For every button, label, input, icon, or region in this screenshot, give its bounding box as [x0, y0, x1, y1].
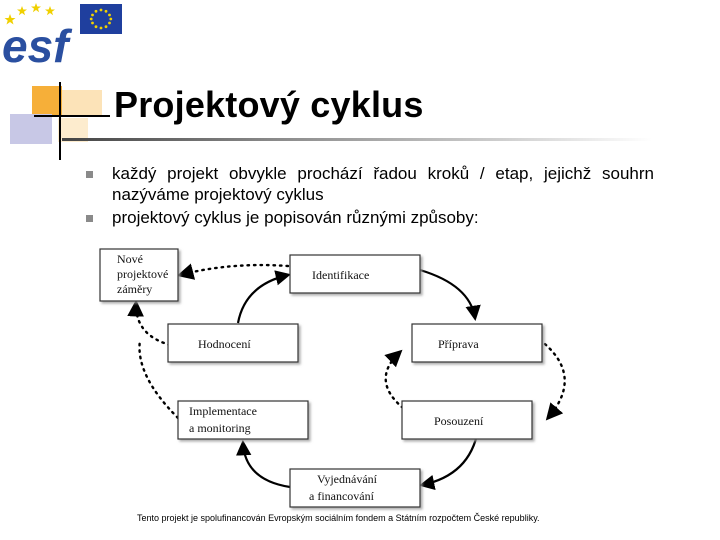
- decorative-squares: [10, 82, 110, 160]
- footer-note: Tento projekt je spolufinancován Evropsk…: [137, 513, 540, 523]
- node-label: Implementace: [189, 404, 257, 418]
- dotted-arrow-hodnoceni-to-nove: [127, 299, 172, 347]
- node-vyjednavani: [289, 468, 421, 508]
- dotted-arrow-identifikace-to-nove: [176, 263, 290, 280]
- bullet-list: každý projekt obvykle prochází řadou kro…: [86, 163, 654, 230]
- node-label: a financování: [309, 489, 375, 503]
- node-label: Hodnocení: [198, 337, 251, 351]
- esf-logo: esf: [2, 3, 122, 70]
- node-label: záměry: [117, 282, 152, 296]
- bullet-item: projektový cyklus je popisován různými z…: [86, 207, 654, 228]
- dotted-arrow-posouzeni-to-priprava: [384, 349, 405, 410]
- node-label: Posouzení: [434, 414, 484, 428]
- dotted-arrow-priprava-to-posouzeni: [538, 338, 566, 421]
- node-implementace: [177, 400, 309, 440]
- node-label: projektové: [117, 267, 168, 281]
- bullet-text: každý projekt obvykle prochází řadou kro…: [112, 164, 654, 204]
- node-nove-projektove-zamery: [99, 248, 179, 302]
- node-label: Vyjednávání: [317, 472, 378, 486]
- bullet-item: každý projekt obvykle prochází řadou kro…: [86, 163, 654, 205]
- title-divider: [62, 138, 652, 141]
- node-label: a monitoring: [189, 421, 251, 435]
- eu-flag-icon: [80, 4, 122, 34]
- node-label: Nové: [117, 252, 143, 266]
- node-hodnoceni: [167, 323, 299, 363]
- star-icon: [4, 3, 55, 25]
- square-bullet-icon: [86, 171, 93, 178]
- node-priprava: [411, 323, 543, 363]
- node-label: Příprava: [438, 337, 479, 351]
- arrow-identifikace-to-priprava: [419, 268, 481, 322]
- page-title: Projektový cyklus: [114, 84, 424, 125]
- node-label: Identifikace: [312, 268, 369, 282]
- dotted-arrow-implementace-to-nove: [138, 338, 180, 420]
- esf-logo-text: esf: [2, 20, 73, 70]
- node-posouzeni: [401, 400, 533, 440]
- square-bullet-icon: [86, 215, 93, 222]
- node-identifikace: [289, 254, 421, 294]
- bullet-text: projektový cyklus je popisován různými z…: [112, 208, 479, 227]
- arrow-vyjednavani-to-implementace: [235, 439, 291, 489]
- arrow-hodnoceni-to-identifikace: [236, 270, 291, 324]
